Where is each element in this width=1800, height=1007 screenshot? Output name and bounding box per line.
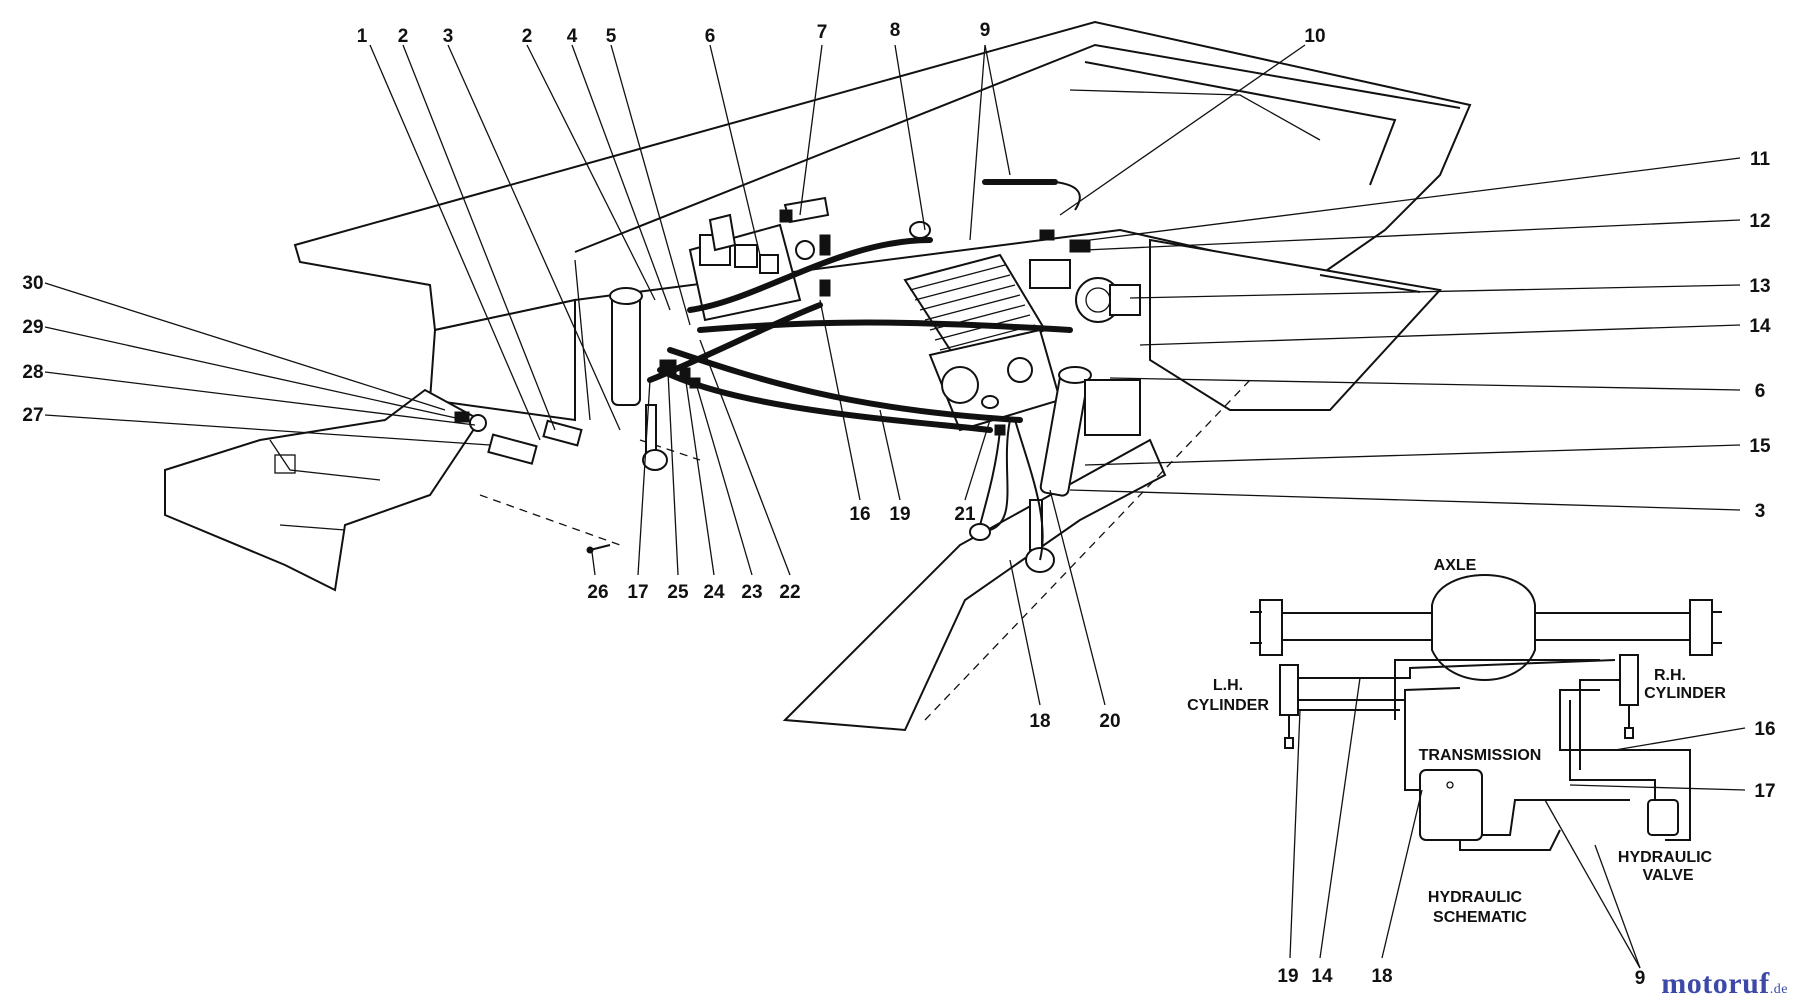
callout-28: 28 [22, 362, 43, 383]
watermark-brand: motoruf [1661, 967, 1770, 1000]
schematic-lh-cylinder-label-2: CYLINDER [1187, 697, 1269, 714]
watermark-suffix: .de [1769, 982, 1788, 997]
hydraulic-pump-motor [903, 253, 1141, 432]
callout-11: 11 [1750, 149, 1771, 170]
callout-7: 7 [817, 22, 828, 43]
callout-4: 4 [567, 26, 578, 47]
schematic-axle-label: AXLE [1434, 557, 1477, 574]
callout-1: 1 [357, 26, 368, 47]
axle-hub-left [1259, 599, 1283, 656]
callout-26: 26 [587, 582, 608, 603]
schematic-callout-17: 17 [1754, 781, 1775, 802]
axle-tube-right [1534, 612, 1691, 641]
callout-13: 13 [1749, 276, 1770, 297]
callout-15: 15 [1749, 436, 1771, 457]
callout-3: 3 [443, 26, 454, 47]
schematic-callout-18: 18 [1371, 966, 1392, 987]
callout-25: 25 [667, 582, 689, 603]
callout-16: 16 [849, 504, 870, 525]
schematic-rh-cylinder-label-1: R.H. [1654, 667, 1686, 684]
callout-labels: 1 2 3 2 4 5 6 7 8 9 10 11 12 13 14 6 15 … [22, 20, 1771, 732]
callout-24: 24 [703, 582, 725, 603]
rh-lift-cylinder [1025, 366, 1141, 573]
callout-10: 10 [1304, 26, 1325, 47]
callout-2: 2 [398, 26, 409, 47]
callout-21: 21 [954, 504, 976, 525]
motoruf-watermark: motoruf.de [1661, 967, 1788, 1001]
fittings [454, 209, 1091, 554]
schematic-rh-cylinder-label-2: CYLINDER [1644, 685, 1726, 702]
schematic-transmission [1419, 769, 1483, 841]
schematic-callout-14: 14 [1311, 966, 1333, 987]
callout-9: 9 [980, 20, 991, 41]
callout-17: 17 [627, 582, 648, 603]
callout-2b: 2 [522, 26, 533, 47]
schematic-callout-9: 9 [1635, 968, 1646, 989]
callout-30: 30 [22, 273, 43, 294]
axle-housing [1431, 574, 1536, 681]
callout-18: 18 [1029, 711, 1050, 732]
schematic-title-2: SCHEMATIC [1433, 909, 1527, 926]
schematic-callout-16: 16 [1754, 719, 1775, 740]
schematic-transmission-label: TRANSMISSION [1419, 747, 1542, 764]
chassis-frame [164, 20, 1472, 732]
callout-22: 22 [779, 582, 800, 603]
schematic-lh-cylinder [1279, 664, 1299, 716]
callout-6: 6 [705, 26, 716, 47]
callout-23: 23 [741, 582, 762, 603]
callout-5: 5 [606, 26, 617, 47]
callout-29: 29 [22, 317, 43, 338]
schematic-valve-label-2: VALVE [1643, 867, 1694, 884]
callout-27: 27 [22, 405, 43, 426]
schematic-rh-cylinder [1619, 654, 1639, 706]
schematic-title-1: HYDRAULIC [1428, 889, 1523, 906]
callout-8: 8 [890, 20, 901, 41]
callout-3b: 3 [1755, 501, 1766, 522]
schematic-valve-label-1: HYDRAULIC [1618, 849, 1713, 866]
schematic-lh-cylinder-label-1: L.H. [1213, 677, 1243, 694]
hydraulic-valve-assembly [688, 196, 830, 322]
callout-14: 14 [1749, 316, 1771, 337]
callout-20: 20 [1099, 711, 1120, 732]
leader-lines [44, 44, 1741, 706]
axle-tube-left [1279, 612, 1433, 641]
schematic-callout-19: 19 [1277, 966, 1298, 987]
lh-lift-cylinder [609, 287, 668, 471]
hydraulic-schematic: AXLE L.H. CYLINDER R.H. CYLINDER TRANSMI… [1187, 557, 1775, 989]
callout-19: 19 [889, 504, 910, 525]
schematic-hydraulic-valve [1647, 799, 1679, 836]
axle-hub-right [1689, 599, 1713, 656]
callout-6b: 6 [1755, 381, 1766, 402]
callout-12: 12 [1749, 211, 1770, 232]
